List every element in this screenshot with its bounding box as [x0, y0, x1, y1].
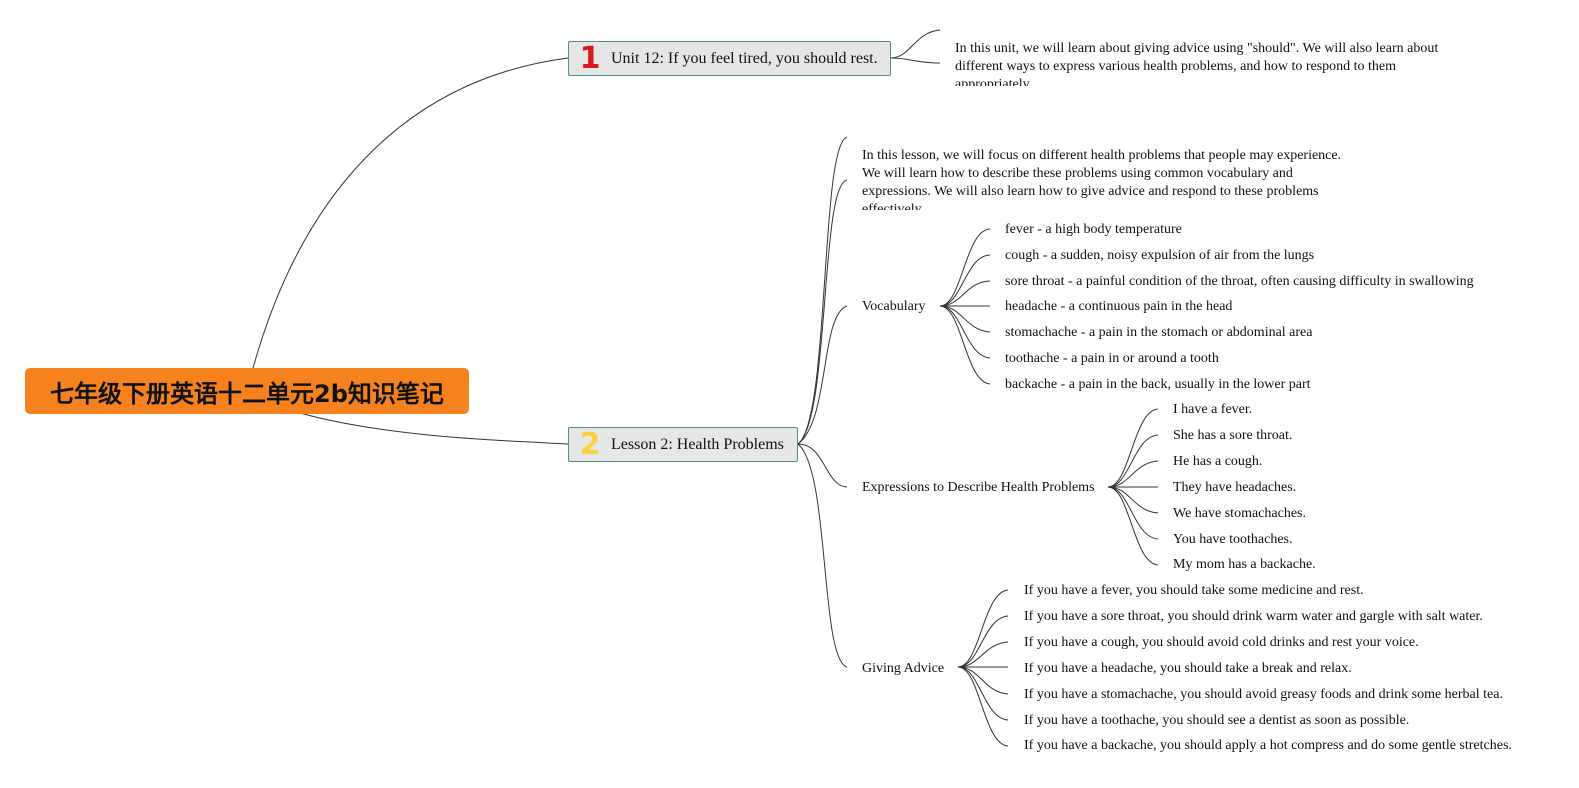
connector-lesson-vocab: [797, 305, 848, 445]
connector-lesson-desc: [797, 136, 848, 445]
number-one-badge: 1: [579, 40, 601, 76]
vocab-fan: [939, 228, 991, 385]
connector-unit-desc-2: [890, 57, 941, 64]
root-title: 七年级下册英语十二单元2b知识笔记: [50, 379, 444, 408]
expression-item-cough[interactable]: He has a cough.: [1173, 454, 1263, 469]
unit-description: In this unit, we will learn about giving…: [955, 41, 1439, 86]
advice-item-headache[interactable]: If you have a headache, you should take …: [1024, 661, 1352, 676]
expression-item-headaches[interactable]: They have headaches.: [1173, 480, 1297, 495]
vocab-item-fever[interactable]: fever - a high body temperature: [1005, 222, 1182, 237]
vocab-item-sore-throat[interactable]: sore throat - a painful condition of the…: [1005, 274, 1474, 289]
giving-advice-topic[interactable]: Giving Advice: [862, 661, 945, 676]
expressions-topic[interactable]: Expressions to Describe Health Problems: [862, 480, 1095, 495]
advice-fan: [957, 589, 1009, 747]
connector-unit-desc: [890, 29, 941, 59]
lesson-description: In this lesson, we will focus on differe…: [862, 148, 1342, 210]
connector-lesson-advice: [797, 443, 848, 668]
advice-item-cough[interactable]: If you have a cough, you should avoid co…: [1024, 635, 1419, 650]
unit-topic[interactable]: 1 Unit 12: If you feel tired, you should…: [568, 41, 891, 76]
vocab-item-toothache[interactable]: toothache - a pain in or around a tooth: [1005, 351, 1219, 366]
expression-item-sore-throat[interactable]: She has a sore throat.: [1173, 428, 1293, 443]
advice-item-fever[interactable]: If you have a fever, you should take som…: [1024, 583, 1364, 598]
expression-item-stomachaches[interactable]: We have stomachaches.: [1173, 506, 1306, 521]
expression-item-fever[interactable]: I have a fever.: [1173, 402, 1253, 417]
expression-item-toothaches[interactable]: You have toothaches.: [1173, 532, 1293, 547]
advice-item-sore-throat[interactable]: If you have a sore throat, you should dr…: [1024, 609, 1483, 624]
vocab-item-stomachache[interactable]: stomachache - a pain in the stomach or a…: [1005, 325, 1313, 340]
expressions-fan: [1107, 408, 1159, 566]
vocab-item-backache[interactable]: backache - a pain in the back, usually i…: [1005, 377, 1311, 392]
connector-lesson-desc-2: [797, 179, 848, 445]
vocab-item-headache[interactable]: headache - a continuous pain in the head: [1005, 299, 1233, 314]
number-two-badge: 2: [579, 426, 601, 462]
connector-root-unit: [252, 57, 569, 369]
advice-item-backache[interactable]: If you have a backache, you should apply…: [1024, 738, 1512, 753]
advice-item-toothache[interactable]: If you have a toothache, you should see …: [1024, 713, 1410, 728]
lesson-title: Lesson 2: Health Problems: [611, 435, 784, 453]
vocab-item-cough[interactable]: cough - a sudden, noisy expulsion of air…: [1005, 248, 1315, 263]
connector-root-lesson: [299, 412, 569, 445]
root-topic[interactable]: 七年级下册英语十二单元2b知识笔记: [25, 368, 469, 414]
unit-title: Unit 12: If you feel tired, you should r…: [611, 49, 878, 67]
connector-lesson-expr: [797, 443, 848, 488]
vocabulary-topic[interactable]: Vocabulary: [862, 299, 926, 314]
advice-item-stomachache[interactable]: If you have a stomachache, you should av…: [1024, 687, 1503, 702]
expression-item-backache[interactable]: My mom has a backache.: [1173, 557, 1316, 572]
lesson-topic[interactable]: 2 Lesson 2: Health Problems: [568, 427, 798, 462]
